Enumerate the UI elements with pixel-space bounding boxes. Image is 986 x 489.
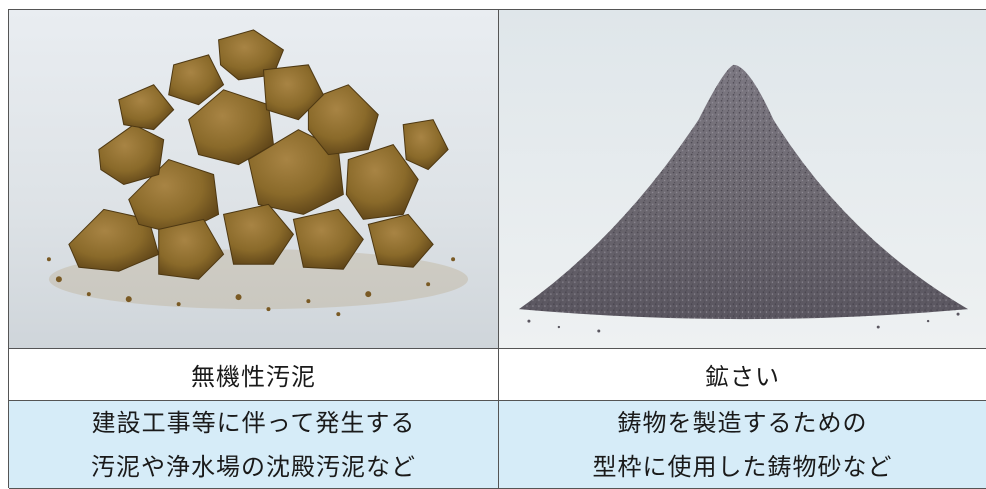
material-name-slag: 鉱さい: [499, 349, 986, 401]
sludge-pile-image: [9, 10, 498, 348]
photo-inorganic-sludge: [9, 10, 499, 349]
sand-pile-image: [499, 10, 986, 348]
material-name-inorganic-sludge: 無機性汚泥: [9, 349, 499, 401]
description-line: 型枠に使用した鋳物砂など: [592, 452, 893, 481]
comparison-table: 無機性汚泥 鉱さい 建設工事等に伴って発生する 汚泥や浄水場の沈殿汚泥など 鋳物…: [8, 9, 986, 489]
description-line: 鋳物を製造するための: [617, 408, 868, 437]
description-line: 汚泥や浄水場の沈殿汚泥など: [91, 452, 416, 481]
description-inorganic-sludge: 建設工事等に伴って発生する 汚泥や浄水場の沈殿汚泥など: [9, 401, 499, 489]
description-slag: 鋳物を製造するための 型枠に使用した鋳物砂など: [499, 401, 986, 489]
description-line: 建設工事等に伴って発生する: [91, 408, 416, 437]
photo-slag: [499, 10, 986, 349]
